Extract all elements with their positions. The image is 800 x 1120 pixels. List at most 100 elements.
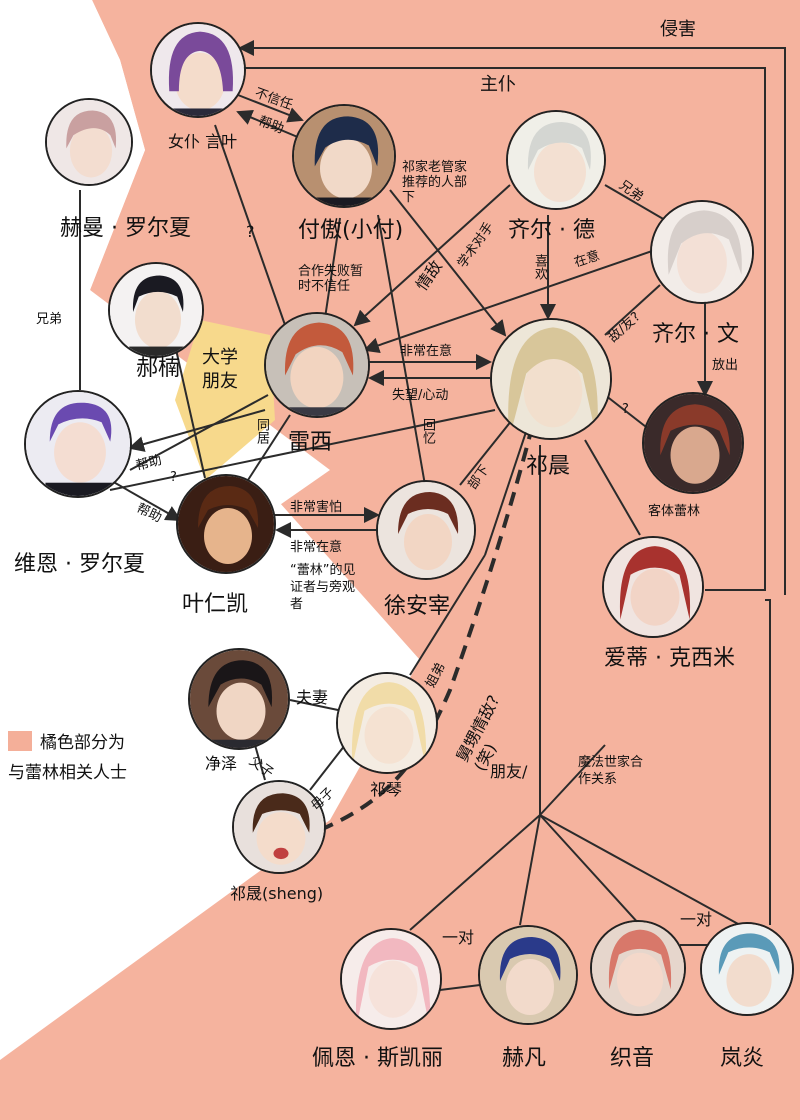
edge-qichen-kelin <box>604 394 651 431</box>
edge-jingze-qiqin <box>289 699 339 711</box>
edge-qinhai <box>238 40 786 595</box>
avatar-weien <box>24 390 132 498</box>
edge-weien-yerenkai <box>109 479 182 521</box>
name-aidi: 爱蒂 · 克西米 <box>604 646 735 671</box>
name-jingze: 净泽 <box>205 754 238 773</box>
name-lanyan: 岚炎 <box>720 1046 765 1071</box>
label-q2: ? <box>622 402 629 417</box>
label-feichangzaiyi: 非常在意 <box>400 344 453 359</box>
edge-qiqin-qichen <box>409 554 486 676</box>
edge-maid-leixi <box>214 124 286 326</box>
avatar-qichen <box>490 318 612 440</box>
name-heman: 赫曼 · 罗尔夏 <box>60 216 191 241</box>
edge-hub-lanyan <box>539 814 741 926</box>
name-henan: 郝楠 <box>136 356 181 381</box>
avatar-maid-yanye <box>150 22 246 118</box>
legend-line1: 橘色部分为 <box>40 733 125 753</box>
edge-qierwen-leixi <box>363 249 656 353</box>
label-qinhai: 侵害 <box>660 19 696 40</box>
edge-qierwen-qichen <box>604 284 661 336</box>
edge-maid-fuao <box>237 94 304 123</box>
edge-qierde-qierwen <box>604 184 666 221</box>
label-daxue: 大学朋友 <box>202 347 238 392</box>
legend-swatch <box>8 731 32 751</box>
label-feichangzaiyi2: 非常在意 <box>290 540 343 555</box>
name-fuao: 付傲(小付) <box>298 218 404 243</box>
edge-hub-hefan <box>519 814 541 926</box>
edge-qichen-aidi <box>584 439 641 536</box>
label-mofa: 魔法世家合作关系 <box>578 755 644 787</box>
avatar-qisheng <box>232 780 326 874</box>
label-huiyi: 回忆 <box>420 418 435 444</box>
edge-qinhai-2 <box>232 67 766 591</box>
edge-henan-yerenkai <box>174 344 206 479</box>
avatar-jingze <box>188 648 290 750</box>
label-q1: ? <box>246 222 255 241</box>
name-qierde: 齐尔 · 德 <box>508 218 595 243</box>
edge-fuao-leixi <box>324 217 341 319</box>
label-fangchu: 放出 <box>712 358 739 373</box>
legend-text: 橘色部分为 与蕾林相关人士 <box>8 728 127 788</box>
edge-qichen-down <box>484 419 531 556</box>
avatar-henan <box>108 262 204 358</box>
label-xiqi: 喜欢 <box>532 254 547 280</box>
edge-hub-zhiyin <box>539 814 641 926</box>
edge-fuao-xuanzai <box>377 214 426 486</box>
name-qisheng: 祁晟(sheng) <box>230 884 324 903</box>
label-q3: ? <box>170 470 177 485</box>
label-yidui2: 一对 <box>680 910 713 929</box>
avatar-lanyan <box>700 922 794 1016</box>
yellow-band <box>175 320 275 480</box>
avatar-qierwen <box>650 200 754 304</box>
name-qichen: 祁晨 <box>526 454 571 479</box>
name-qiqin: 祁琴 <box>370 780 403 799</box>
edge-leixi-yerenkai <box>247 414 291 481</box>
avatar-heman <box>45 98 133 186</box>
name-qierwen: 齐尔 · 文 <box>652 322 739 347</box>
edge-fuao-maid <box>236 110 301 139</box>
label-pengyou: 朋友/ <box>490 762 528 781</box>
avatar-xuanzai <box>376 480 476 580</box>
label-feichanghaipa: 非常害怕 <box>290 500 343 515</box>
name-xuanzai: 徐安宰 <box>384 594 451 619</box>
edge-peien-hefan <box>439 984 481 991</box>
label-hezuo: 合作失败暂时不信任 <box>298 264 364 294</box>
avatar-fuao <box>292 104 396 208</box>
name-weien: 维恩 · 罗尔夏 <box>14 552 145 577</box>
label-jianzheng: “蕾林”的见证者与旁观者 <box>290 563 356 612</box>
avatar-aidi <box>602 536 704 638</box>
edge-qierde-leixi <box>353 184 511 327</box>
legend-line2: 与蕾林相关人士 <box>8 763 127 783</box>
label-shiwang: 失望/心动 <box>392 388 449 403</box>
label-fuqi: 夫妻 <box>296 688 329 707</box>
name-peien: 佩恩 · 斯凯丽 <box>312 1046 443 1071</box>
name-yerenkai: 叶仁凯 <box>182 592 249 617</box>
edge-qisheng-qichen-dashed <box>319 434 532 832</box>
edge-lanyan-frame <box>765 599 771 925</box>
label-qijia: 祁家老管家推荐的人部下 <box>402 160 468 205</box>
label-zhupu: 主仆 <box>480 74 516 95</box>
label-tongju: 同居 <box>254 418 269 444</box>
avatar-yerenkai <box>176 474 276 574</box>
edge-mofa <box>539 744 606 816</box>
name-maid: 女仆 言叶 <box>168 132 238 151</box>
edge-hub-peien <box>409 814 541 931</box>
edge-weien-qichen <box>109 409 496 491</box>
avatar-hefan <box>478 925 578 1025</box>
name-leixi: 雷西 <box>288 430 333 455</box>
edge-jingze-qisheng <box>254 744 266 781</box>
avatar-leixi <box>264 312 370 418</box>
edge-weien-leixi <box>129 394 269 471</box>
edge-fuao-qichen <box>389 189 507 337</box>
name-hefan: 赫凡 <box>502 1046 547 1071</box>
name-zhiyin: 织音 <box>610 1046 655 1071</box>
edge-henan-weien <box>128 409 266 452</box>
avatar-peien <box>340 928 442 1030</box>
name-kelin: 客体蕾林 <box>648 504 701 519</box>
avatar-qiqin <box>336 672 438 774</box>
avatar-kelin <box>642 392 744 494</box>
avatar-zhiyin <box>590 920 686 1016</box>
avatar-qierde <box>506 110 606 210</box>
